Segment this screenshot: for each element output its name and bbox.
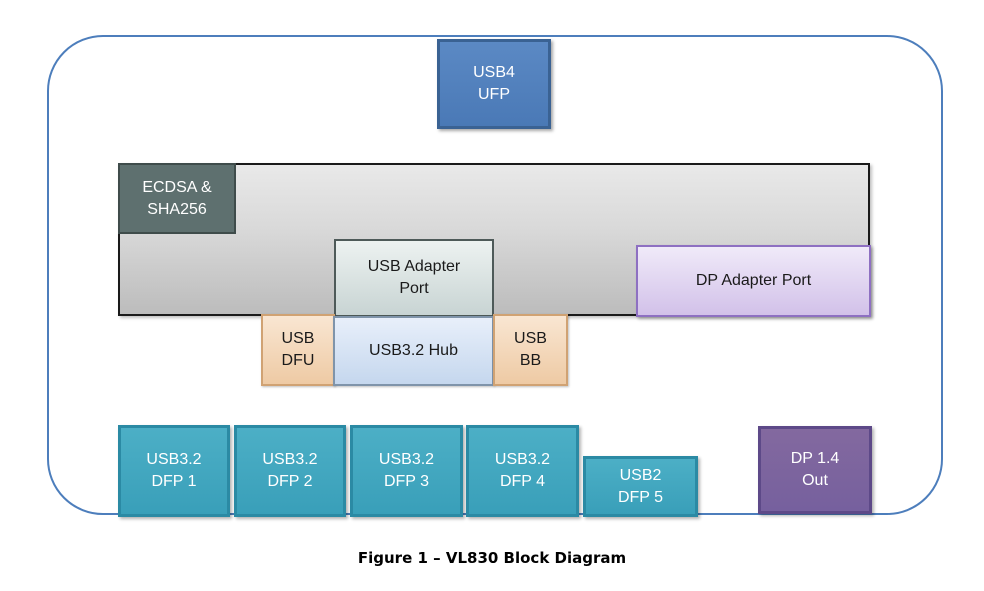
usb2-dfp5-block: USB2 DFP 5 [583,456,698,517]
figure-caption: Figure 1 – VL830 Block Diagram [357,549,627,567]
dp14-out-block: DP 1.4 Out [758,426,872,514]
usb32-dfp4-block: USB3.2 DFP 4 [466,425,579,517]
usb32-dfp2-block: USB3.2 DFP 2 [234,425,346,517]
usb-adapter-port-block: USB Adapter Port [334,239,494,317]
usb-dfu-block: USB DFU [261,314,335,386]
usb4-ufp-block: USB4 UFP [437,39,551,129]
usb32-hub-block: USB3.2 Hub [333,316,494,386]
dp-adapter-port-block: DP Adapter Port [636,245,871,317]
usb32-dfp3-block: USB3.2 DFP 3 [350,425,463,517]
usb32-dfp1-block: USB3.2 DFP 1 [118,425,230,517]
ecdsa-sha256-block: ECDSA & SHA256 [118,163,236,234]
usb-bb-block: USB BB [493,314,568,386]
